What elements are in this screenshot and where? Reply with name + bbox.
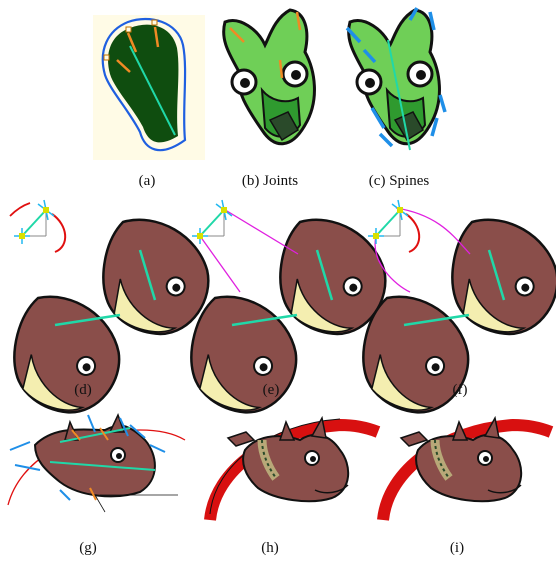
- handle-a1: [104, 55, 109, 60]
- caption-g: (g): [79, 541, 97, 556]
- handle-a3: [152, 20, 157, 25]
- panel-b: [224, 10, 315, 144]
- caption-i: (i): [450, 541, 464, 556]
- panel-a: [93, 15, 205, 160]
- caption-b: (b) Joints: [242, 174, 298, 189]
- panel-f: [345, 200, 556, 427]
- panel-h: [210, 418, 378, 520]
- skeleton-d: [10, 200, 65, 252]
- caption-d: (d): [74, 383, 92, 398]
- cow-head-g: [35, 426, 155, 497]
- caption-e: (e): [263, 383, 280, 398]
- caption-h: (h): [261, 541, 279, 556]
- panel-d: [0, 200, 223, 427]
- panel-c: [347, 8, 445, 150]
- caption-c: (c) Spines: [369, 174, 429, 189]
- panel-g: [8, 415, 185, 512]
- panel-e: [173, 200, 400, 427]
- handle-a2: [126, 27, 131, 32]
- caption-a: (a): [139, 174, 156, 189]
- panel-i: [383, 418, 551, 520]
- skeleton-e: [192, 200, 232, 244]
- caption-f: (f): [453, 383, 468, 398]
